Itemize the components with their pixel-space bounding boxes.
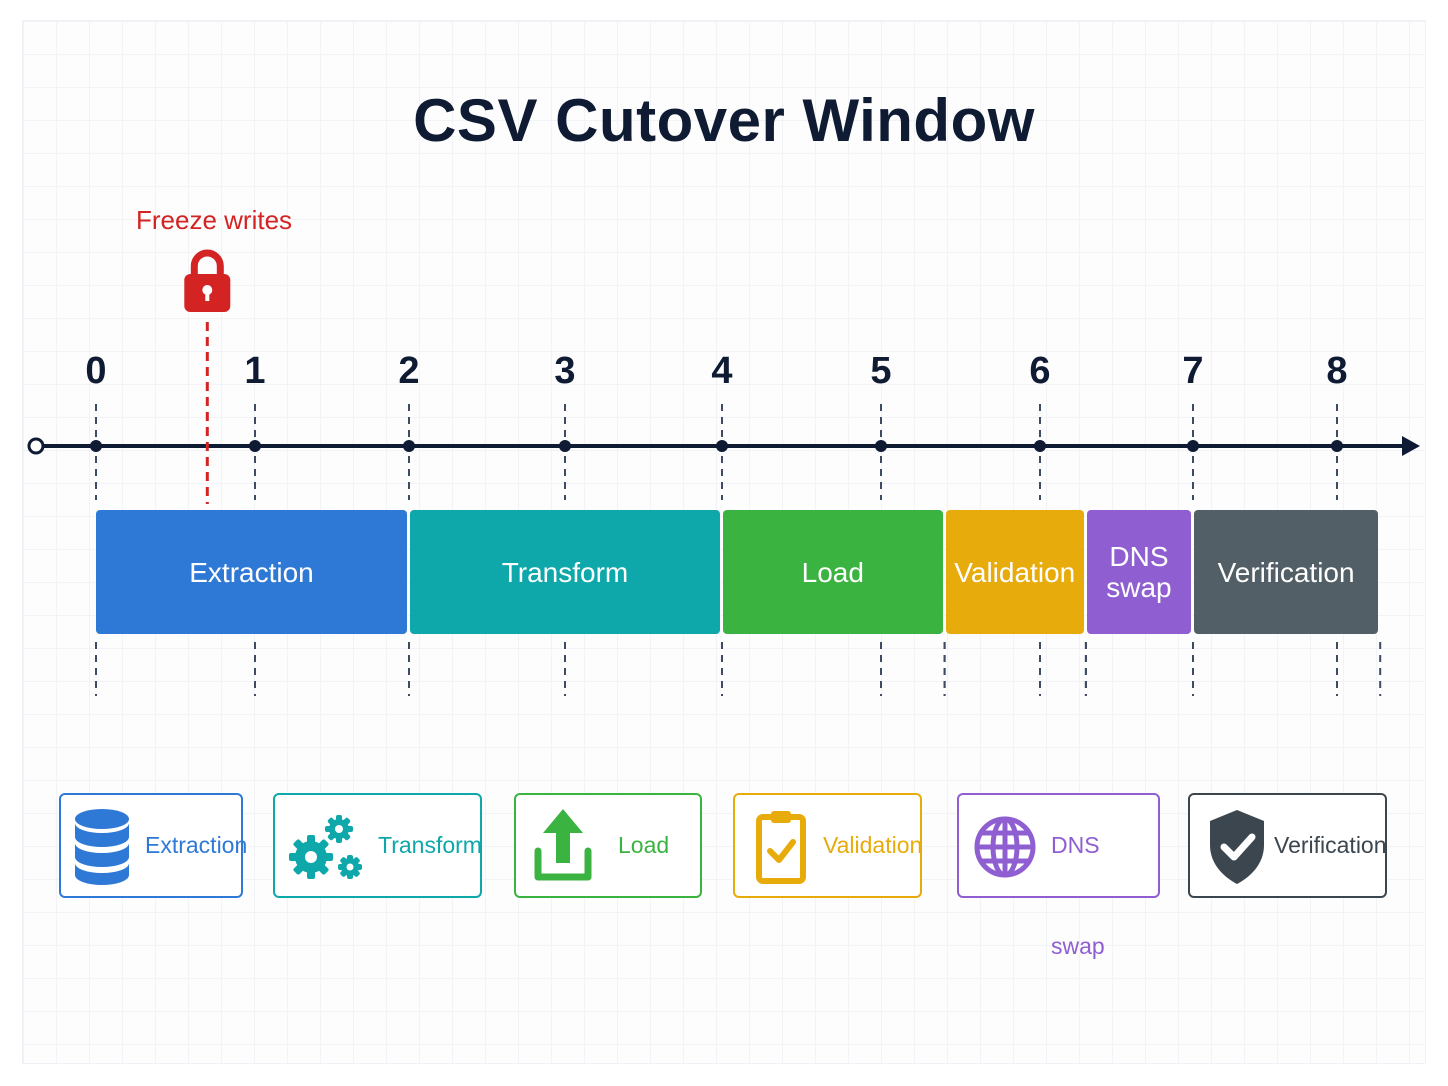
legend-card-dns-swap: DNS swap [957,793,1160,959]
tick-dot-7 [1187,440,1199,452]
axis-origin-circle [27,437,45,455]
phase-bar-label: DNS swap [1106,541,1172,603]
tick-dot-6 [1034,440,1046,452]
tick-dot-4 [716,440,728,452]
legend-label: Verification [1274,832,1387,858]
lock-icon [184,249,231,312]
phase-bar-dns-swap: DNS swap [1086,510,1191,634]
phase-bar-label: Transform [501,556,629,588]
phase-bar-load: Load [723,510,943,634]
legend-card-load: Load [514,793,702,898]
tick-dots [90,440,1343,452]
tick-dot-3 [559,440,571,452]
tick-label-7: 7 [1182,350,1204,392]
legend-card-validation: Validation [733,793,922,898]
phase-bar-label: Validation [954,556,1076,588]
tick-label-5: 5 [870,350,892,392]
clipboard-check-icon [756,811,806,884]
legend-label: Transform [378,832,482,858]
tick-label-0: 0 [85,350,107,392]
upload-icon [534,809,592,881]
freeze-writes-label: Freeze writes [136,205,293,235]
globe-icon [974,816,1036,878]
phase-bar-label: Verification [1217,556,1355,588]
legend-label: DNS swap [1051,832,1105,959]
tick-dot-8 [1331,440,1343,452]
legend-card-verification: Verification [1188,793,1387,898]
tick-label-1: 1 [244,350,266,392]
tick-label-2: 2 [398,350,420,392]
phase-bar-label: Extraction [189,556,314,588]
tick-dot-0 [90,440,102,452]
legend-card-extraction: Extraction [59,793,247,898]
phase-bar-label: Load [801,556,864,588]
tick-label-8: 8 [1326,350,1348,392]
phase-bar-extraction: Extraction [96,510,407,634]
legend-card-transform: Transform [273,793,482,898]
tick-guides [95,404,1382,696]
tick-label-4: 4 [711,350,733,392]
legend-label: Extraction [145,832,248,858]
diagram-title: CSV Cutover Window [413,87,1035,154]
legend-label: Load [618,832,670,858]
tick-dot-2 [403,440,415,452]
gears-icon [289,815,362,879]
phase-bar-verification: Verification [1194,510,1379,634]
tick-label-6: 6 [1029,350,1051,392]
tick-dot-1 [249,440,261,452]
legend-label: Validation [823,832,923,858]
axis-arrowhead [1402,436,1420,456]
database-icon [75,809,129,885]
tick-dot-5 [875,440,887,452]
shield-check-icon [1210,810,1264,884]
phase-bar-transform: Transform [410,510,720,634]
tick-label-3: 3 [554,350,576,392]
phase-bar-validation: Validation [945,510,1084,634]
